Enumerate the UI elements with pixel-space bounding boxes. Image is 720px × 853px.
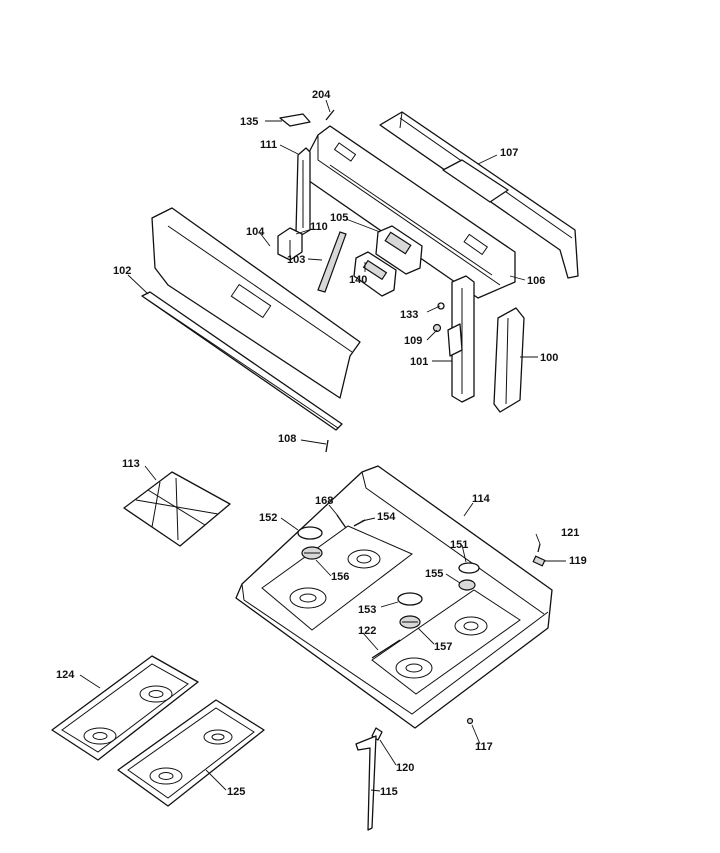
label-121: 121 [561, 527, 579, 539]
part-115-support-rod [355, 735, 377, 831]
label-140: 140 [349, 274, 367, 286]
part-103-wire-harness [317, 231, 347, 293]
label-156: 156 [331, 571, 349, 583]
label-114: 114 [472, 493, 491, 505]
part-125-drip-tray [117, 699, 265, 807]
label-133: 133 [400, 309, 418, 321]
label-152: 152 [259, 512, 277, 524]
part-151-burner-cap [458, 562, 480, 574]
label-109: 109 [404, 335, 422, 347]
part-114-main-top [235, 465, 553, 729]
part-labels: 135 204 111 107 105 110 104 103 102 140 … [56, 89, 587, 798]
label-101: 101 [410, 356, 428, 368]
label-108: 108 [278, 433, 296, 445]
label-120: 120 [396, 762, 414, 774]
part-135-clip [279, 113, 311, 127]
label-111: 111 [260, 139, 277, 151]
label-102: 102 [113, 265, 131, 277]
label-119: 119 [569, 555, 587, 567]
part-156-burner-head [301, 546, 323, 560]
label-105: 105 [330, 212, 348, 224]
part-157-burner-head [399, 615, 421, 629]
label-110: 110 [310, 221, 328, 233]
part-153-burner-cap [397, 592, 423, 606]
label-157: 157 [434, 641, 452, 653]
part-155-burner-head [458, 579, 476, 591]
part-121-clip [537, 543, 541, 553]
part-111-side-bracket [295, 147, 311, 237]
leader-lines [79, 99, 566, 792]
part-119-clip [532, 555, 546, 567]
part-107-backguard-cover [379, 111, 579, 279]
part-110-switch [277, 227, 303, 261]
part-100-end-cap [493, 307, 525, 413]
part-106-backguard-body [301, 125, 516, 299]
label-106: 106 [527, 275, 545, 287]
part-101-end-bracket [447, 275, 475, 403]
part-117-screw [466, 717, 474, 725]
label-113: 113 [122, 458, 140, 470]
part-113-grate [123, 471, 231, 547]
label-115: 115 [380, 786, 398, 798]
part-108-screw [325, 439, 329, 453]
label-151: 151 [450, 539, 468, 551]
part-122-tube [371, 639, 401, 659]
backguard-assembly [141, 109, 579, 453]
label-153: 153 [358, 604, 376, 616]
part-104-control-panel [151, 207, 361, 399]
label-107: 107 [500, 147, 518, 159]
label-124: 124 [56, 669, 75, 681]
label-122: 122 [358, 625, 376, 637]
label-135: 135 [240, 116, 258, 128]
part-124-drip-tray [51, 655, 199, 761]
label-104: 104 [246, 226, 265, 238]
part-140-overlay [353, 251, 397, 297]
label-155: 155 [425, 568, 443, 580]
cooktop-assembly [51, 465, 553, 831]
part-105-control-board [375, 225, 423, 275]
label-154: 154 [377, 511, 396, 523]
part-204-screw [325, 109, 335, 121]
label-100: 100 [540, 352, 558, 364]
label-204: 204 [312, 89, 331, 101]
part-152-burner-cap [297, 526, 323, 540]
part-133-screw [437, 302, 445, 310]
label-168: 168 [315, 495, 333, 507]
label-125: 125 [227, 786, 245, 798]
label-117: 117 [475, 741, 493, 753]
label-103: 103 [287, 254, 305, 266]
part-168-igniter [336, 514, 347, 529]
part-109-screw [432, 323, 442, 333]
